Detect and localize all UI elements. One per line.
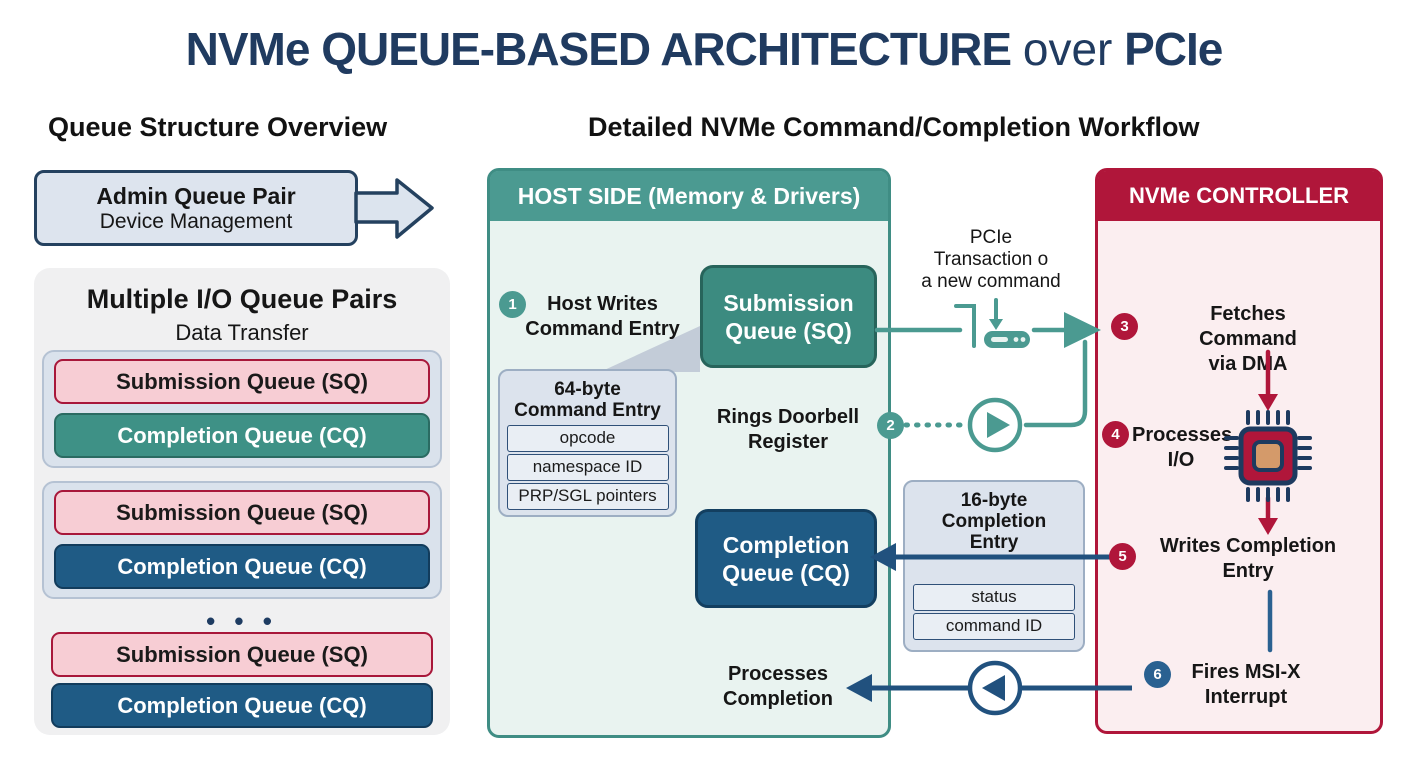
pcie-note-line3: a new command	[921, 271, 1061, 292]
step-5-line1: Writes Completion	[1159, 535, 1337, 557]
step-6-line1: Fires MSI-X	[1191, 661, 1301, 683]
step-1-badge: 1	[499, 291, 526, 318]
ellipsis-dots: • • •	[206, 606, 278, 636]
sq-fetch-arrow	[874, 312, 1101, 428]
completion-queue-box: Completion Queue (CQ)	[695, 509, 877, 608]
step-6-badge: 6	[1144, 661, 1171, 688]
processes-completion-line1: Processes	[727, 663, 829, 685]
cq-box-line2: Queue (CQ)	[722, 559, 850, 586]
right-section-heading: Detailed NVMe Command/Completion Workflo…	[588, 112, 1200, 142]
queue-pair-2: Submission Queue (SQ) Completion Queue (…	[42, 481, 442, 599]
completion-queue-row: Completion Queue (CQ)	[54, 413, 430, 458]
rings-doorbell-line2: Register	[747, 431, 829, 453]
step-3-label: Fetches Command via DMA	[1160, 302, 1336, 377]
submission-queue-row: Submission Queue (SQ)	[51, 632, 433, 677]
step-6-line2: Interrupt	[1204, 686, 1288, 708]
host-side-panel: HOST SIDE (Memory & Drivers)	[487, 168, 891, 738]
pcie-note-line1: PCIe	[969, 227, 1013, 248]
processes-completion-line2: Completion	[723, 688, 833, 710]
step-3-badge: 3	[1111, 313, 1138, 340]
completion-queue-row: Completion Queue (CQ)	[51, 683, 433, 728]
cq-box-line1: Completion	[722, 531, 850, 558]
completion-entry-title-line3: Entry	[969, 532, 1019, 553]
rings-doorbell-label: Rings Doorbell Register	[690, 405, 886, 455]
memory-write-icon	[954, 298, 1030, 348]
admin-queue-pair-box: Admin Queue Pair Device Management	[34, 170, 358, 246]
io-panel-subtitle: Data Transfer	[175, 320, 309, 345]
left-section-heading: Queue Structure Overview	[48, 112, 388, 142]
admin-queue-pair-subtitle: Device Management	[99, 209, 293, 233]
command-entry-field-namespace: namespace ID	[506, 454, 669, 481]
rings-doorbell-line1: Rings Doorbell	[716, 406, 860, 428]
submission-queue-row: Submission Queue (SQ)	[54, 490, 430, 535]
completion-entry-field-status: status	[913, 584, 1075, 611]
completion-entry-title-line1: 16-byte	[960, 490, 1028, 511]
io-queue-pairs-panel: Multiple I/O Queue Pairs Data Transfer S…	[34, 268, 450, 735]
page-title: NVMe QUEUE-BASED ARCHITECTURE over PCIe	[0, 22, 1408, 76]
completion-entry-title: 16-byte Completion Entry	[905, 482, 1083, 553]
sq-box-line1: Submission	[723, 289, 854, 316]
msix-play-icon	[967, 660, 1023, 716]
command-entry-title-line2: Command Entry	[514, 400, 661, 421]
step-3-line1: Fetches Command	[1199, 303, 1297, 350]
command-entry-field-opcode: opcode	[506, 425, 669, 452]
queue-pair-1: Submission Queue (SQ) Completion Queue (…	[42, 350, 442, 468]
step-5-line2: Entry	[1222, 560, 1274, 582]
completion-entry-box: 16-byte Completion Entry status command …	[903, 480, 1085, 652]
pcie-note-line2: Transaction o	[933, 249, 1049, 270]
step-1-line1: Host Writes	[547, 293, 658, 315]
completion-entry-title-line2: Completion	[941, 511, 1047, 532]
command-entry-box: 64-byte Command Entry opcode namespace I…	[498, 369, 677, 517]
step-6-label: Fires MSI-X Interrupt	[1178, 660, 1314, 710]
completion-entry-field-command-id: command ID	[913, 613, 1075, 640]
pcie-transaction-note: PCIe Transaction o a new command	[898, 227, 1084, 293]
host-side-header: HOST SIDE (Memory & Drivers)	[490, 171, 888, 221]
step-3-line2: via DMA	[1208, 353, 1288, 375]
title-bold-1: NVMe QUEUE-BASED ARCHITECTURE	[185, 23, 1012, 75]
admin-queue-pair-title: Admin Queue Pair	[96, 182, 296, 209]
step-5-badge: 5	[1109, 543, 1136, 570]
completion-queue-row: Completion Queue (CQ)	[54, 544, 430, 589]
command-entry-field-prp-sgl: PRP/SGL pointers	[506, 483, 669, 510]
step-4-line2: I/O	[1167, 449, 1195, 471]
command-entry-title-line1: 64-byte	[554, 379, 621, 400]
title-bold-2: PCIe	[1124, 23, 1223, 75]
submission-queue-row: Submission Queue (SQ)	[54, 359, 430, 404]
submission-queue-box: Submission Queue (SQ)	[700, 265, 877, 368]
step-5-label: Writes Completion Entry	[1158, 534, 1338, 584]
io-panel-title: Multiple I/O Queue Pairs	[86, 284, 398, 314]
command-entry-title: 64-byte Command Entry	[500, 371, 675, 421]
sq-box-line2: Queue (SQ)	[725, 317, 852, 344]
step-4-label: Processes I/O	[1132, 423, 1233, 473]
nvme-controller-panel: NVMe CONTROLLER	[1095, 168, 1383, 734]
step-2-badge: 2	[877, 412, 904, 439]
title-light: over	[1022, 23, 1113, 75]
admin-block-arrow-icon	[354, 178, 434, 239]
step-1-line2: Command Entry	[525, 318, 680, 340]
play-icon	[967, 397, 1023, 453]
step-4-line1: Processes	[1132, 424, 1233, 446]
step-1-label: Host Writes Command Entry	[505, 292, 700, 342]
nvme-controller-header: NVMe CONTROLLER	[1098, 171, 1380, 221]
processes-completion-label: Processes Completion	[688, 662, 868, 712]
step-4-badge: 4	[1102, 421, 1129, 448]
